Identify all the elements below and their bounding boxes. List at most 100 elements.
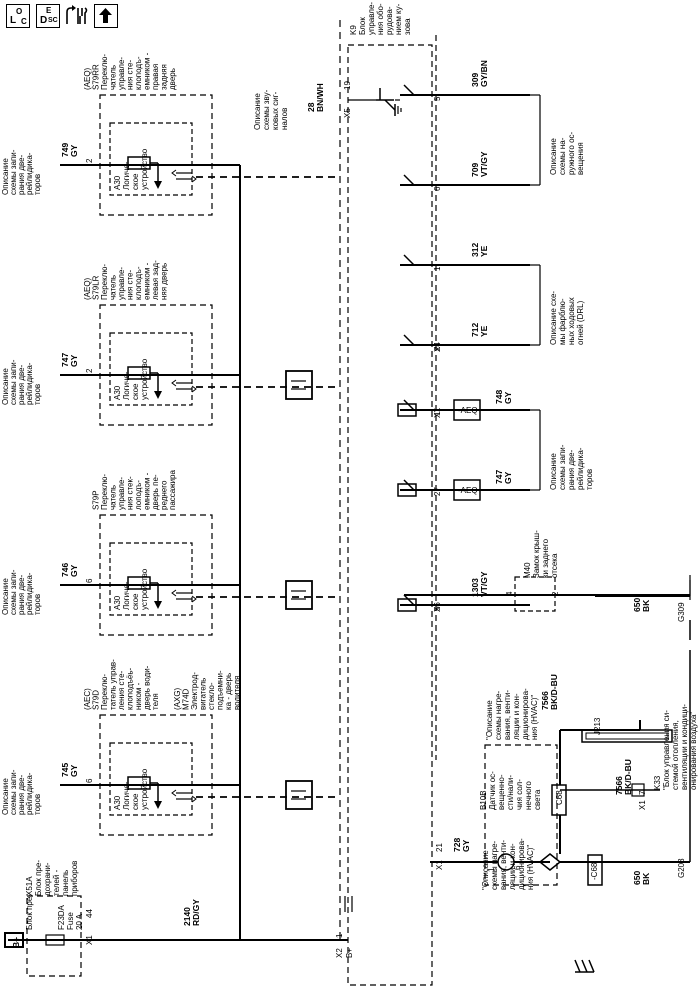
sensor-name-line: B10B: [479, 790, 488, 810]
switch-logic-label-line: Логиче-: [122, 581, 131, 610]
hvac-wire-label-2-line: 7566: [614, 776, 624, 795]
description-icon[interactable]: D E SC: [36, 4, 60, 28]
sensor-name-line: нечного: [524, 781, 533, 810]
switch-name-s79lr-line: няя дверь: [160, 263, 169, 300]
switch-wire-label-line: 746: [60, 563, 70, 577]
switch-ref-text-line: схемы запи-: [9, 359, 18, 405]
sensor-ref-text-line: "Описание: [481, 850, 490, 890]
switch-ref-text-line: Описание: [1, 578, 10, 615]
switch-ref-text-line: торов: [33, 384, 42, 405]
hvac-module-name-line: K33: [653, 775, 662, 790]
hvac-module-name-line: "Блок управления си-: [662, 710, 671, 790]
output-pin: 5: [433, 606, 442, 611]
switch-extra-line: M74D: [182, 688, 191, 710]
latch-name-line: отсека: [550, 553, 559, 578]
switch-name-s79d-line: теля: [151, 693, 160, 710]
switch-name-s79lr-line: ния сте-: [126, 270, 135, 300]
switch-extra-line: Электрод-: [190, 672, 199, 710]
sensor-wire-label-line: 728: [452, 838, 462, 852]
output-wire-label-line: VT/GY: [479, 151, 489, 177]
switch-name-s79p-line: лоподъ-: [134, 480, 143, 510]
sensor-pin21-line: 21: [435, 843, 444, 852]
c68-label-line: C68: [555, 790, 564, 805]
switch-logic-label-line: A30: [113, 595, 122, 610]
switch-pin: 6: [85, 578, 94, 583]
switch-ref-text-line: торов: [33, 794, 42, 815]
switch-ref-text-line: рания две-: [17, 154, 26, 195]
latch-name-line: ки заднего: [541, 538, 550, 578]
output-pin: 2: [433, 346, 442, 351]
switch-wire-label-line: GY: [69, 764, 79, 777]
tools-icon[interactable]: [64, 4, 90, 28]
bplus-label-line: B+: [345, 948, 354, 958]
switch-pin-line: 2: [85, 368, 94, 373]
hvac-ref-text-line: схемы нагре-: [494, 690, 503, 740]
switch-name-s79d-line: (AEC): [83, 688, 92, 710]
ground-g203: G203: [677, 858, 686, 878]
main-connector-line: X2: [335, 948, 344, 958]
switch-extra-line: (AXG): [173, 687, 182, 710]
switch-ref-text-line: схемы запи-: [9, 769, 18, 815]
sensor-pin-in: 1: [487, 867, 496, 872]
bplus-label: B+: [345, 948, 354, 958]
switch-name-s79p-line: пассажира: [168, 470, 177, 511]
splice-j213-line: J213: [593, 717, 602, 735]
lock-ref-text-line: схемы запи-: [558, 444, 567, 490]
switch-pin-line: 2: [85, 158, 94, 163]
switch-wire-label-line: GY: [69, 354, 79, 367]
switch-logic-label-line: устройство: [140, 358, 149, 400]
switch-pin-line: 6: [85, 778, 94, 783]
output-pin-line: 11: [433, 407, 442, 416]
hvac-pin: 7: [638, 790, 647, 795]
fuse-block-name-line: панель: [61, 870, 70, 896]
main-pin-line: 1: [335, 933, 344, 938]
hvac-wire-label-line: BK/D-BU: [549, 674, 559, 710]
output-pin-line: 2: [433, 346, 442, 351]
fuse-block-name-line: Блок пре-: [34, 860, 43, 896]
fuse-block-name-line: X51A: [25, 876, 34, 896]
latch-wire-label-line: 650: [632, 598, 642, 612]
switch-wire-label-line: 747: [60, 353, 70, 367]
switch-name-s79rr-line: S79RR: [92, 64, 101, 90]
output-pin: 1: [433, 266, 442, 271]
drl-ref-text-line: мы фарблю-: [558, 298, 567, 345]
hvac-wire-label-line: 7566: [540, 691, 550, 710]
module-k9-name-line: Блок: [358, 17, 367, 35]
switch-wire-label-line: 745: [60, 763, 70, 777]
ground-g309: G309: [677, 602, 686, 622]
location-icon[interactable]: L O C: [6, 4, 30, 28]
switch-name-s79d-line: S79D: [92, 690, 101, 710]
switch-logic-label-line: устройство: [140, 148, 149, 190]
latch-pin-out-line: 2: [551, 591, 560, 596]
sensor-gnd-wire-line: BK: [641, 872, 651, 885]
lock-ref-text-line: торов: [585, 469, 594, 490]
switch-ref-text-line: рания две-: [17, 774, 26, 815]
switch-ref-text-line: рейлидика-: [25, 772, 34, 815]
switch-ref-text-line: торов: [33, 594, 42, 615]
switch-name-s79d-line: дверь води-: [143, 665, 152, 710]
fuse-block-name-line: приборов: [70, 861, 79, 896]
fuse-connector: X1: [85, 935, 94, 945]
drl-ref-text-line: огней (DRL): [576, 300, 585, 345]
switch-ref-text-line: рейлидика-: [25, 362, 34, 405]
latch-pin-in: 4: [505, 591, 514, 596]
switch-wire-label-line: GY: [69, 144, 79, 157]
up-arrow-icon[interactable]: [94, 4, 118, 28]
output-wire-label-line: YE: [479, 245, 489, 257]
hvac-pin-line: 7: [638, 790, 647, 795]
